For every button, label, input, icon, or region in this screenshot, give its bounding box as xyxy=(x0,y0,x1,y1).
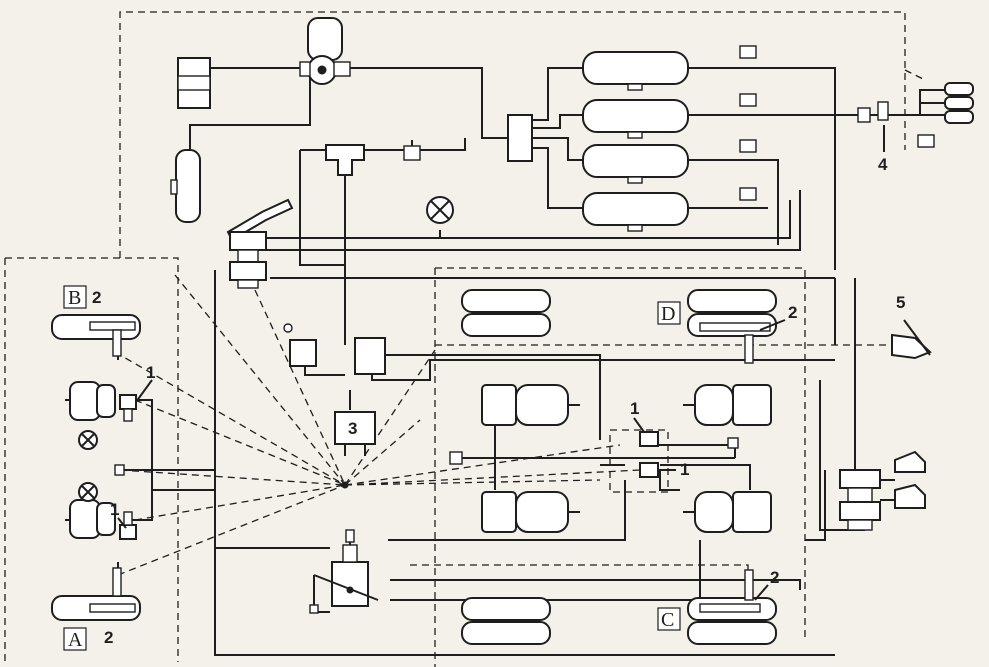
label-2-bottom-right: 2 xyxy=(770,568,779,587)
air-tank-icon xyxy=(582,51,689,232)
receiver-tank-icon xyxy=(170,149,201,223)
label-1-lower-right: 1 xyxy=(680,460,689,479)
engine-block-icon xyxy=(177,57,211,109)
pressure-switch-icon xyxy=(739,45,757,201)
svg-text:C: C xyxy=(661,609,674,631)
label-3: 3 xyxy=(348,419,357,438)
trailer-wheel-icon xyxy=(461,289,777,645)
pressure-regulator-icon xyxy=(325,144,421,176)
label-2-bottom-left: 2 xyxy=(104,628,113,647)
svg-text:D: D xyxy=(661,303,675,325)
trailer-sensor-icon xyxy=(744,334,754,601)
abs-modulator-icon xyxy=(119,394,137,540)
circuit-letter-d: D xyxy=(657,301,681,325)
svg-text:A: A xyxy=(68,629,83,651)
circuit-letter-a: A xyxy=(63,627,87,651)
pipes xyxy=(65,67,945,656)
label-2-top-left: 2 xyxy=(92,288,101,307)
warning-lamp-icon xyxy=(78,430,125,502)
trailer-modulator-icon xyxy=(449,431,739,478)
distribution-valve-icon xyxy=(507,114,533,162)
label-2-top-right: 2 xyxy=(788,303,797,322)
spring-brake-chamber-icon xyxy=(481,384,772,533)
parking-brake-valve-icon xyxy=(309,529,379,614)
trailer-control-valve-icon xyxy=(839,450,926,531)
label-1-upper-left: 1 xyxy=(146,363,155,382)
circuit-letter-b: B xyxy=(63,285,87,309)
compressor-icon xyxy=(299,17,351,85)
svg-text:B: B xyxy=(68,287,81,309)
label-4: 4 xyxy=(878,155,888,174)
label-5: 5 xyxy=(896,293,905,312)
brake-valve-icon xyxy=(226,198,294,289)
label-1-upper-right: 1 xyxy=(630,399,639,418)
wheel-speed-sensor-icon xyxy=(112,329,122,597)
brake-chamber-icon xyxy=(69,381,116,539)
dashed-lines xyxy=(4,11,926,667)
abs-control-unit-icon xyxy=(334,411,376,489)
relay-valve-icon xyxy=(283,323,386,375)
circuit-letter-c: C xyxy=(657,607,681,631)
pressure-gauge-icon xyxy=(426,196,454,224)
coupling-head-icon xyxy=(857,82,974,360)
label-1-lower-left: 1 xyxy=(110,500,119,519)
wheel-icon xyxy=(51,314,141,621)
